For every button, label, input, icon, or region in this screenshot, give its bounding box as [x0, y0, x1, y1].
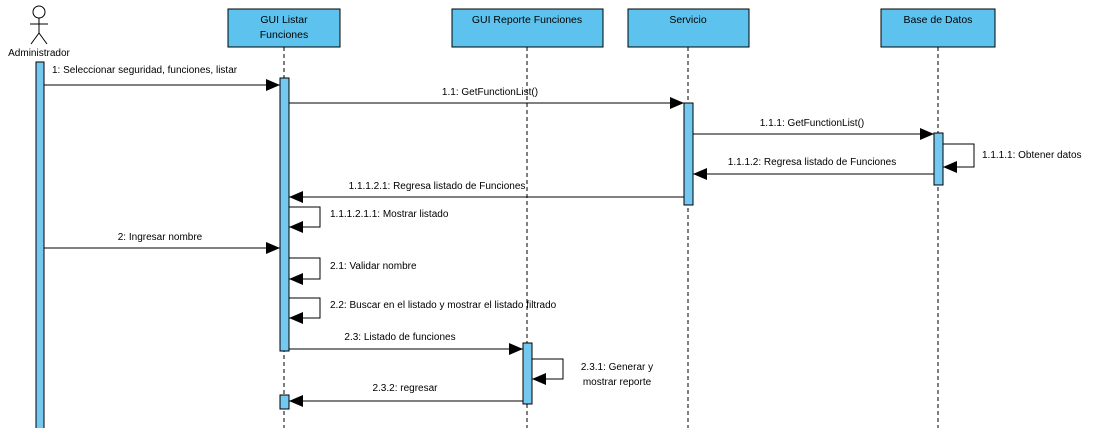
- message-labels: 1: Seleccionar seguridad, funciones, lis…: [52, 65, 1082, 394]
- message-1[interactable]: [44, 79, 280, 91]
- participant-gui-reporte[interactable]: GUI Reporte Funciones: [451, 8, 604, 48]
- message-line: [289, 297, 321, 319]
- message-label-1-1-1-2-1: 1.1.1.2.1: Regresa listado de Funciones: [349, 181, 526, 192]
- message-label-1-1-1: 1.1.1: GetFunctionList(): [760, 118, 865, 129]
- arrowhead: [266, 79, 280, 91]
- participant-box: [627, 8, 750, 48]
- arrowhead: [289, 312, 303, 324]
- participant-label: GUI Reporte Funciones: [472, 14, 582, 26]
- message-2-3[interactable]: [289, 343, 523, 355]
- arrowhead: [289, 273, 303, 285]
- participant-base-de-datos[interactable]: Base de Datos: [880, 8, 996, 48]
- participant-gui-listar[interactable]: GUI Listar Funciones: [227, 8, 341, 48]
- activation-gui-listar-1: [279, 77, 290, 352]
- arrowhead: [266, 242, 280, 254]
- activations: [35, 61, 944, 428]
- message-1-1[interactable]: [289, 97, 684, 109]
- arrowhead: [670, 97, 684, 109]
- message-label-2-3-1-line-2: mostrar reporte: [583, 377, 652, 388]
- message-label-2-3-1-line-1: 2.3.1: Generar y: [581, 362, 653, 373]
- message-2-2[interactable]: [289, 297, 321, 324]
- arrowhead: [693, 168, 707, 180]
- activation-base-de-datos: [933, 132, 944, 186]
- message-2-3-1[interactable]: [532, 358, 564, 385]
- participant-servicio[interactable]: Servicio: [627, 8, 750, 48]
- arrowhead: [943, 161, 957, 173]
- message-line: [289, 257, 321, 280]
- activation-servicio: [683, 102, 694, 206]
- message-line: [943, 143, 975, 168]
- message-1-1-1-2[interactable]: [693, 168, 934, 180]
- message-line: [532, 358, 564, 380]
- message-label-1-1-1-2-1-1: 1.1.1.2.1.1: Mostrar listado: [330, 209, 449, 220]
- message-label-1: 1: Seleccionar seguridad, funciones, lis…: [52, 65, 238, 76]
- activation-actor: [35, 61, 45, 428]
- actor-right-leg: [38, 32, 48, 45]
- participant-label: Servicio: [669, 14, 707, 26]
- message-label-1-1-1-2: 1.1.1.2: Regresa listado de Funciones: [728, 157, 896, 168]
- message-1-1-1-2-1-1[interactable]: [289, 206, 321, 233]
- message-line: [289, 206, 321, 228]
- actor-administrador[interactable]: [30, 5, 48, 45]
- participant-label: Base de Datos: [904, 14, 973, 26]
- message-label-2-1: 2.1: Validar nombre: [330, 261, 417, 272]
- message-label-2-2: 2.2: Buscar en el listado y mostrar el l…: [330, 300, 557, 311]
- participant-label-line-2: Funciones: [260, 29, 308, 41]
- actor-head: [32, 5, 46, 19]
- participant-box: [880, 8, 996, 48]
- arrowhead: [509, 343, 523, 355]
- message-2[interactable]: [44, 242, 280, 254]
- arrowhead: [289, 395, 303, 407]
- actor-name: Administrador: [8, 48, 70, 59]
- message-label-2-3: 2.3: Listado de funciones: [344, 332, 455, 343]
- message-2-3-2[interactable]: [289, 395, 523, 407]
- arrowhead: [920, 128, 934, 140]
- message-1-1-1[interactable]: [693, 128, 934, 140]
- participant-label-line-1: GUI Listar: [260, 14, 308, 26]
- message-1-1-1-1[interactable]: [943, 143, 975, 173]
- message-label-1-1: 1.1: GetFunctionList(): [442, 87, 538, 98]
- participant-box: [227, 8, 341, 48]
- participant-box: [451, 8, 604, 48]
- message-label-2: 2: Ingresar nombre: [118, 232, 203, 243]
- message-label-1-1-1-1: 1.1.1.1: Obtener datos: [982, 150, 1082, 161]
- arrowhead: [289, 221, 303, 233]
- arrowhead: [532, 373, 546, 385]
- message-label-2-3-2: 2.3.2: regresar: [372, 383, 438, 394]
- activation-gui-reporte: [522, 342, 533, 405]
- actor-left-leg: [30, 32, 40, 45]
- activation-gui-listar-2: [279, 394, 290, 410]
- message-1-1-1-2-1[interactable]: [289, 191, 684, 203]
- messages: [44, 79, 975, 407]
- message-2-1[interactable]: [289, 257, 321, 285]
- arrowhead: [289, 191, 303, 203]
